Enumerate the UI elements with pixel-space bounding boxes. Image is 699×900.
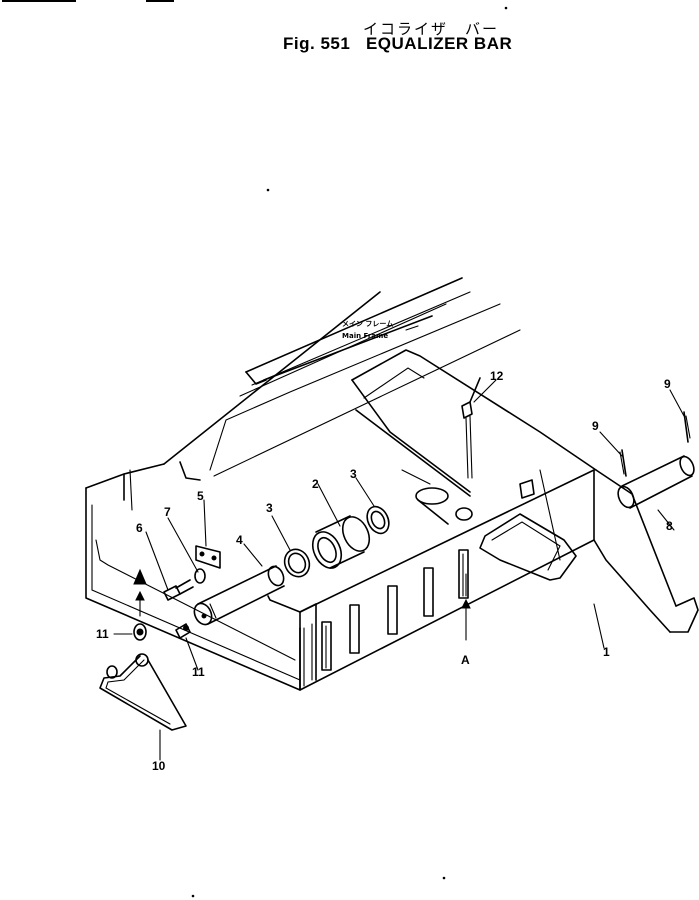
callout-3-right: 3 xyxy=(350,467,357,481)
corner-mark-left xyxy=(2,0,76,2)
tube-item-10 xyxy=(99,653,187,731)
callout-11-right: 11 xyxy=(192,665,205,679)
callout-11-left: 11 xyxy=(96,627,109,641)
main-frame xyxy=(85,277,521,691)
view-arrow-right xyxy=(461,573,471,641)
callout-2: 2 xyxy=(312,477,319,491)
cone-marker xyxy=(133,568,147,585)
main-frame-label: メイン フレーム Main Frame xyxy=(342,320,419,340)
view-arrow-left xyxy=(135,590,145,617)
grease-fitting-item-12 xyxy=(461,377,481,479)
washer-item-7 xyxy=(194,568,206,584)
main-frame-label-en: Main Frame xyxy=(342,332,388,340)
corner-mark-mid xyxy=(146,0,174,2)
pin-item-4 xyxy=(193,565,285,626)
main-frame-label-jp: メイン フレーム xyxy=(342,320,393,328)
callouts: 2 3 3 4 5 6 7 8 9 9 10 11 11 12 1 xyxy=(96,369,673,773)
wire-item-9 xyxy=(619,411,691,477)
seal-ring-item-3-left xyxy=(283,548,311,578)
callout-3-left: 3 xyxy=(266,501,273,515)
callout-7: 7 xyxy=(164,505,171,519)
figure-title-japanese: イコライザ バー xyxy=(363,20,500,38)
plate-item-5 xyxy=(195,545,221,569)
callout-12: 12 xyxy=(490,369,504,383)
fitting-item-11-left xyxy=(133,623,147,641)
callout-5: 5 xyxy=(197,489,204,503)
callout-9-right: 9 xyxy=(664,377,671,391)
callout-1: 1 xyxy=(603,645,610,659)
callout-9-left: 9 xyxy=(592,419,599,433)
callout-10: 10 xyxy=(152,759,166,773)
callout-4: 4 xyxy=(236,533,243,547)
pin-item-8 xyxy=(617,455,695,509)
bolt-item-6 xyxy=(163,579,194,601)
seal-ring-item-3-right xyxy=(366,505,390,535)
bushing-item-2 xyxy=(311,515,371,569)
leader-lines xyxy=(113,379,685,761)
fitting-item-11-right xyxy=(175,623,191,639)
view-marker-a-right: A xyxy=(461,653,470,667)
figure-title: Fig. 551 EQUALIZER BAR xyxy=(283,34,513,53)
callout-8: 8 xyxy=(666,519,673,533)
equalizer-bar-body xyxy=(267,349,699,691)
callout-6: 6 xyxy=(136,521,143,535)
